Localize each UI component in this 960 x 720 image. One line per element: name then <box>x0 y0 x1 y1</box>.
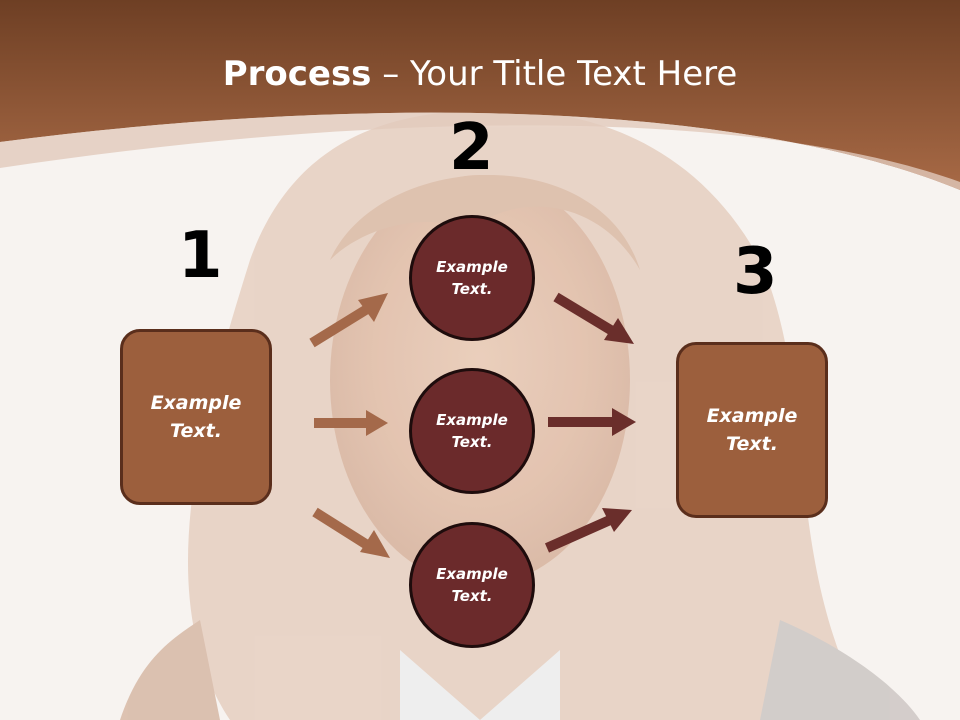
circle-1: Example Text. <box>409 215 535 341</box>
right-box: Example Text. <box>676 342 828 518</box>
circle-3-text: Example Text. <box>436 564 508 606</box>
step-number-1: 1 <box>178 219 223 293</box>
step-number-3: 3 <box>733 235 778 309</box>
circle-3: Example Text. <box>409 522 535 648</box>
left-box-text: Example Text. <box>150 391 242 443</box>
circle-2: Example Text. <box>409 368 535 494</box>
header-band <box>0 0 960 190</box>
header-curve <box>0 112 960 190</box>
arrows-left-to-circles <box>309 293 390 558</box>
title-bold: Process <box>222 54 372 94</box>
arrow-from-circle-2 <box>548 408 636 436</box>
step-number-2: 2 <box>449 111 494 185</box>
arrow-to-circle-2 <box>314 410 388 436</box>
circle-2-text: Example Text. <box>436 410 508 452</box>
arrow-to-circle-3 <box>312 507 390 558</box>
left-box: Example Text. <box>120 329 272 505</box>
arrow-to-circle-1 <box>309 293 388 348</box>
slide-title: Process – Your Title Text Here <box>0 54 960 94</box>
title-rest: – Your Title Text Here <box>371 54 738 94</box>
arrows-circles-to-right <box>544 292 636 553</box>
circle-1-text: Example Text. <box>436 257 508 299</box>
right-box-text: Example Text. <box>706 404 798 456</box>
arrow-from-circle-1 <box>553 292 634 344</box>
arrow-from-circle-3 <box>544 508 632 553</box>
